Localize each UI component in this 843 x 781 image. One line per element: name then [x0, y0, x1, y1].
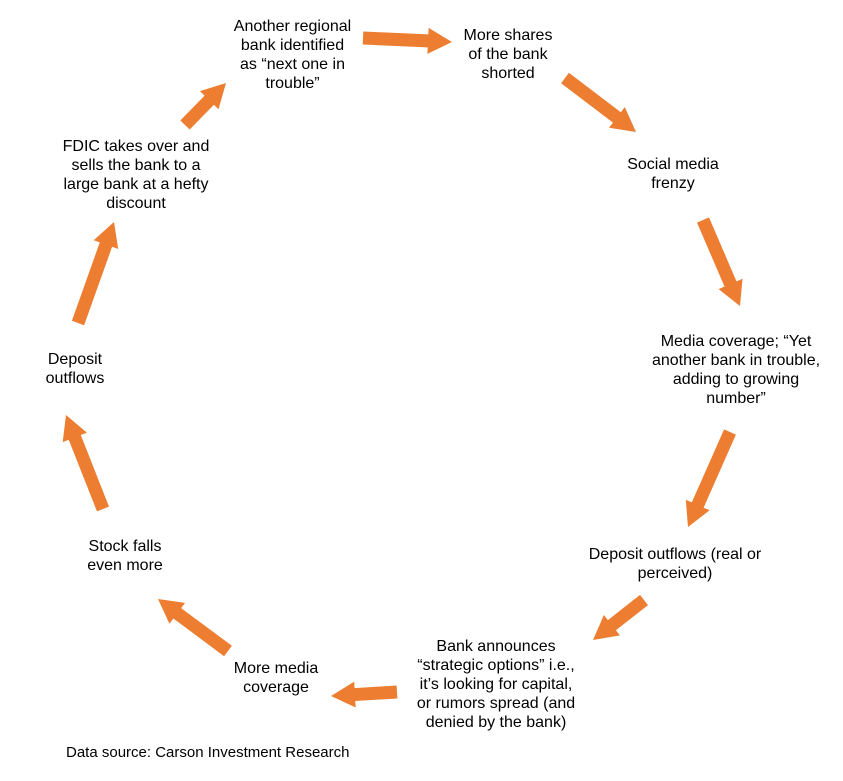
- node-line: or rumors spread (and: [416, 695, 576, 712]
- node-shares-shorted: More shares of the bank shorted: [438, 26, 578, 83]
- arrow-bank-announces-to-more-media: [331, 681, 398, 708]
- node-line: Social media: [627, 156, 719, 173]
- node-bank-announces: Bank announces “strategic options” i.e.,…: [393, 637, 599, 732]
- node-line: frenzy: [651, 175, 695, 192]
- node-line: discount: [106, 195, 166, 212]
- node-line: Deposit: [47, 351, 103, 368]
- arrow-social-media-to-media-coverage: [697, 217, 743, 306]
- node-stock-falls: Stock falls even more: [70, 537, 180, 575]
- node-line: outflows: [45, 370, 105, 387]
- node-line: perceived): [637, 565, 713, 582]
- arrow-more-media-to-stock-falls: [158, 599, 232, 657]
- node-deposit-outflows: Deposit outflows: [30, 350, 120, 388]
- node-line: Media coverage; “Yet: [660, 333, 812, 350]
- node-fdic: FDIC takes over and sells the bank to a …: [46, 137, 226, 213]
- arrow-regional-bank-to-shares-shorted: [362, 27, 452, 54]
- node-line: coverage: [243, 679, 309, 696]
- node-line: shorted: [481, 65, 535, 82]
- arrow-deposit-outflows-to-fdic: [71, 222, 119, 326]
- node-line: Stock falls: [88, 538, 162, 555]
- node-line: Another regional: [233, 18, 352, 35]
- node-line: denied by the bank): [425, 714, 567, 731]
- node-line: adding to growing: [672, 371, 800, 388]
- node-line: trouble”: [265, 75, 320, 92]
- arrow-shares-shorted-to-social-media: [561, 72, 636, 132]
- node-line: Deposit outflows (real or: [588, 546, 762, 563]
- node-line: bank identified: [240, 37, 345, 54]
- node-deposit-outflows-real: Deposit outflows (real or perceived): [565, 545, 785, 583]
- node-line: number”: [706, 390, 766, 407]
- node-line: it’s looking for capital,: [419, 676, 573, 693]
- node-media-coverage: Media coverage; “Yet another bank in tro…: [630, 332, 842, 408]
- node-line: sells the bank to a: [71, 157, 201, 174]
- node-line: of the bank: [468, 46, 548, 63]
- arrow-media-coverage-to-deposit-outflows-real: [685, 429, 736, 527]
- node-social-media: Social media frenzy: [598, 155, 748, 193]
- node-more-media: More media coverage: [216, 659, 336, 697]
- data-source-note: Data source: Carson Investment Research: [66, 744, 350, 761]
- node-line: large bank at a hefty: [63, 176, 209, 193]
- node-regional-bank: Another regional bank identified as “nex…: [205, 17, 380, 93]
- node-line: FDIC takes over and: [62, 138, 210, 155]
- node-line: More shares: [463, 27, 553, 44]
- arrow-deposit-outflows-real-to-bank-announces: [593, 594, 648, 640]
- node-line: even more: [87, 557, 163, 574]
- node-line: More media: [233, 660, 319, 677]
- node-line: Bank announces: [436, 638, 556, 655]
- node-line: another bank in trouble,: [651, 352, 821, 369]
- arrow-stock-falls-to-deposit-outflows: [62, 415, 109, 512]
- arrow-fdic-to-regional-bank: [180, 83, 226, 130]
- node-line: “strategic options” i.e.,: [417, 657, 575, 674]
- node-line: as “next one in: [240, 56, 345, 73]
